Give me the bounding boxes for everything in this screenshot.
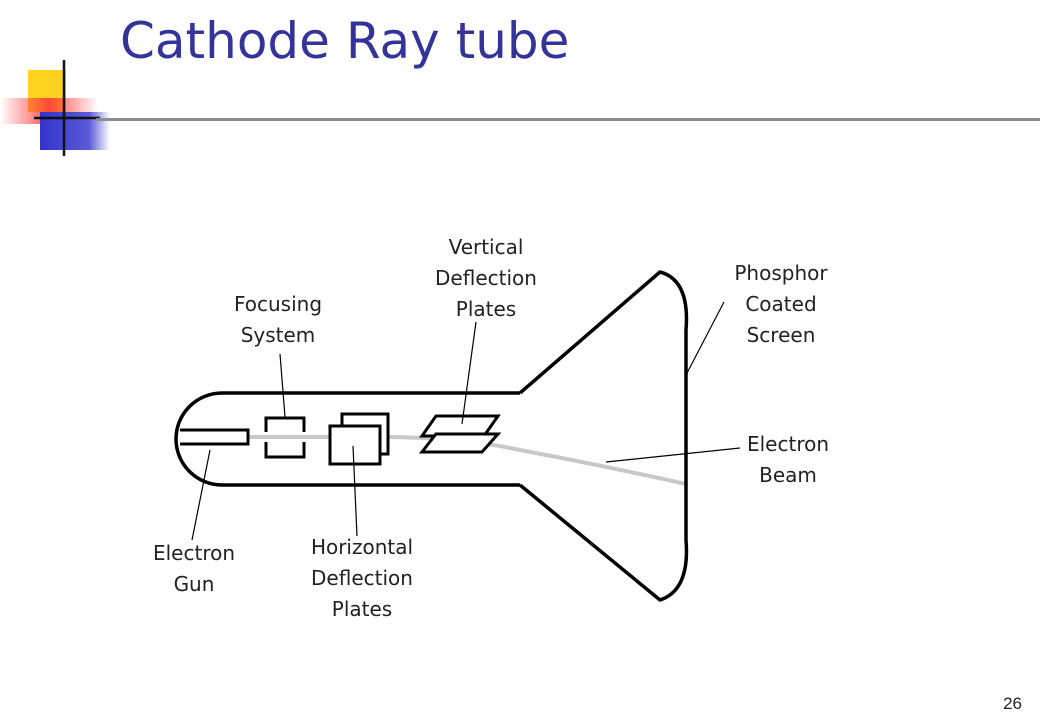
title-rule	[96, 118, 1040, 121]
label-electron-gun: Electron Gun	[152, 541, 236, 596]
electron-gun	[180, 428, 250, 446]
page-number: 26	[1003, 694, 1022, 713]
label-vertical-deflection-plates: Vertical Deflection Plates	[435, 235, 537, 321]
focusing-system	[264, 416, 306, 459]
label-focusing-system: Focusing System	[233, 292, 323, 347]
slide-title: Cathode Ray tube	[120, 12, 570, 70]
label-electron-beam: Electron Beam	[746, 432, 830, 487]
tube-outline	[174, 270, 689, 602]
horizontal-deflection-plates	[328, 412, 390, 466]
label-horizontal-deflection-plates: Horizontal Deflection Plates	[310, 535, 414, 621]
leader-lines	[191, 301, 741, 541]
vertical-deflection-plates	[418, 414, 502, 454]
label-phosphor-coated-screen: Phosphor Coated Screen	[734, 261, 828, 347]
electron-beam-path	[248, 435, 687, 486]
